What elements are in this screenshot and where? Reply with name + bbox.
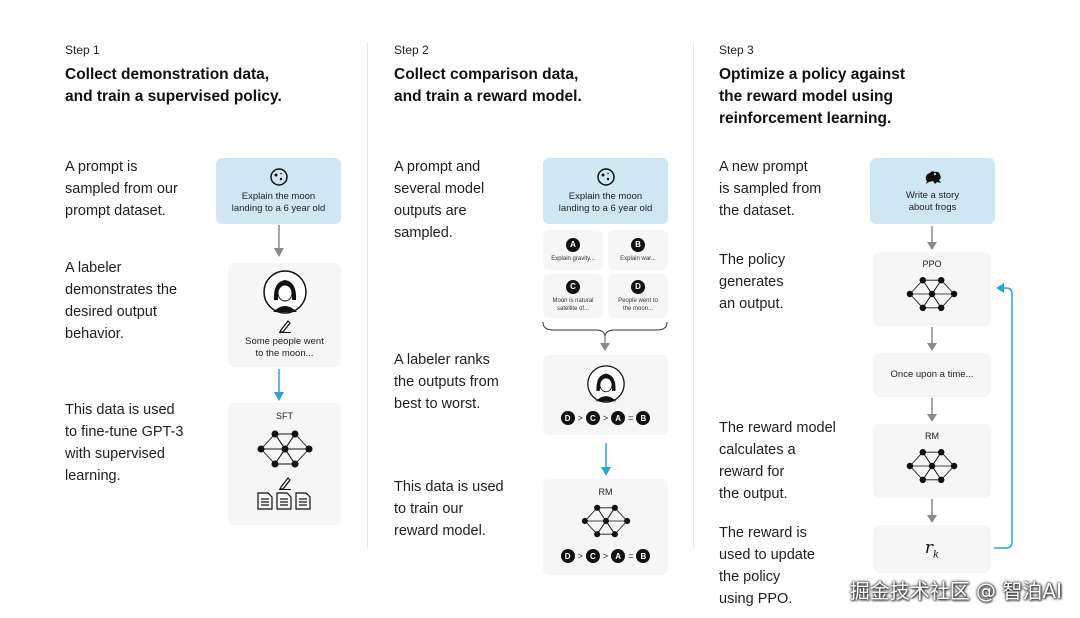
step3-reward-card: rk <box>873 525 991 573</box>
moon-icon <box>596 167 615 186</box>
pencil-icon <box>278 477 291 490</box>
step3-label: Step 3 <box>719 43 754 57</box>
step3-rm-card: RM <box>873 424 991 498</box>
output-c-card: C Moon is natural satellite of... <box>543 274 603 318</box>
documents-icon <box>256 492 311 510</box>
ranking-row-rm: D> C> A= B <box>560 549 651 563</box>
output-a-badge: A <box>566 237 580 252</box>
output-text: Once upon a time... <box>890 368 974 380</box>
output-b-badge: B <box>631 237 645 252</box>
moon-icon <box>269 167 288 186</box>
step2-prompt-card: Explain the moon landing to a 6 year old <box>543 158 668 224</box>
output-d-badge: D <box>631 279 645 294</box>
step1-arrow-1 <box>274 225 284 257</box>
output-b-card: B Explain war... <box>608 230 668 270</box>
neural-network-icon <box>257 430 312 468</box>
step3-title: Optimize a policy against the reward mod… <box>719 66 906 127</box>
step1-title: Collect demonstration data, and train a … <box>65 66 282 105</box>
step3-output-card: Once upon a time... <box>873 353 991 397</box>
rm-label: RM <box>598 487 613 497</box>
step2-rm-card: RM D> C> A= B <box>543 479 668 575</box>
step1-sft-card: SFT <box>228 403 341 525</box>
output-d-card: D People went to the moon... <box>608 274 668 318</box>
step3-ppo-card: PPO <box>873 252 991 326</box>
labeler-avatar-icon <box>586 365 625 403</box>
output-a-card: A Explain gravity... <box>543 230 603 270</box>
step2-ranking-card: D> C> A= B <box>543 355 668 435</box>
step2-title: Collect comparison data, and train a rew… <box>394 66 582 105</box>
labeler-avatar-icon <box>262 269 307 314</box>
watermark-text: 掘金技术社区 @ 智泊AI <box>849 579 1062 603</box>
sft-label: SFT <box>276 411 293 421</box>
neural-network-icon <box>581 504 630 538</box>
feedback-loop-arrow <box>994 283 1013 549</box>
step3-prompt-card: Write a story about frogs <box>870 158 995 224</box>
step3-arrow-2 <box>927 327 937 351</box>
step2-arrow-blue <box>601 443 611 476</box>
outputs-brace-arrow <box>542 321 668 351</box>
step2-label: Step 2 <box>394 43 429 57</box>
step3-arrow-4 <box>927 499 937 523</box>
reward-symbol: rk <box>924 537 940 561</box>
ppo-label: PPO <box>922 259 942 269</box>
step3-arrow-3 <box>927 398 937 422</box>
neural-network-icon <box>906 448 958 484</box>
neural-network-icon <box>906 276 958 312</box>
frog-icon <box>925 170 941 184</box>
output-c-badge: C <box>566 279 580 294</box>
step1-label: Step 1 <box>65 43 100 57</box>
step3-arrow-1 <box>927 226 937 250</box>
column-separator-1 <box>367 42 368 548</box>
rm-label: RM <box>925 431 939 441</box>
step1-arrow-2 <box>274 369 284 401</box>
step1-labeler-card: Some people went to the moon... <box>228 263 341 367</box>
step1-prompt-card: Explain the moon landing to a 6 year old <box>216 158 341 224</box>
ranking-row: D> C> A= B <box>560 411 651 425</box>
pencil-icon <box>278 319 291 333</box>
column-separator-2 <box>693 42 694 548</box>
